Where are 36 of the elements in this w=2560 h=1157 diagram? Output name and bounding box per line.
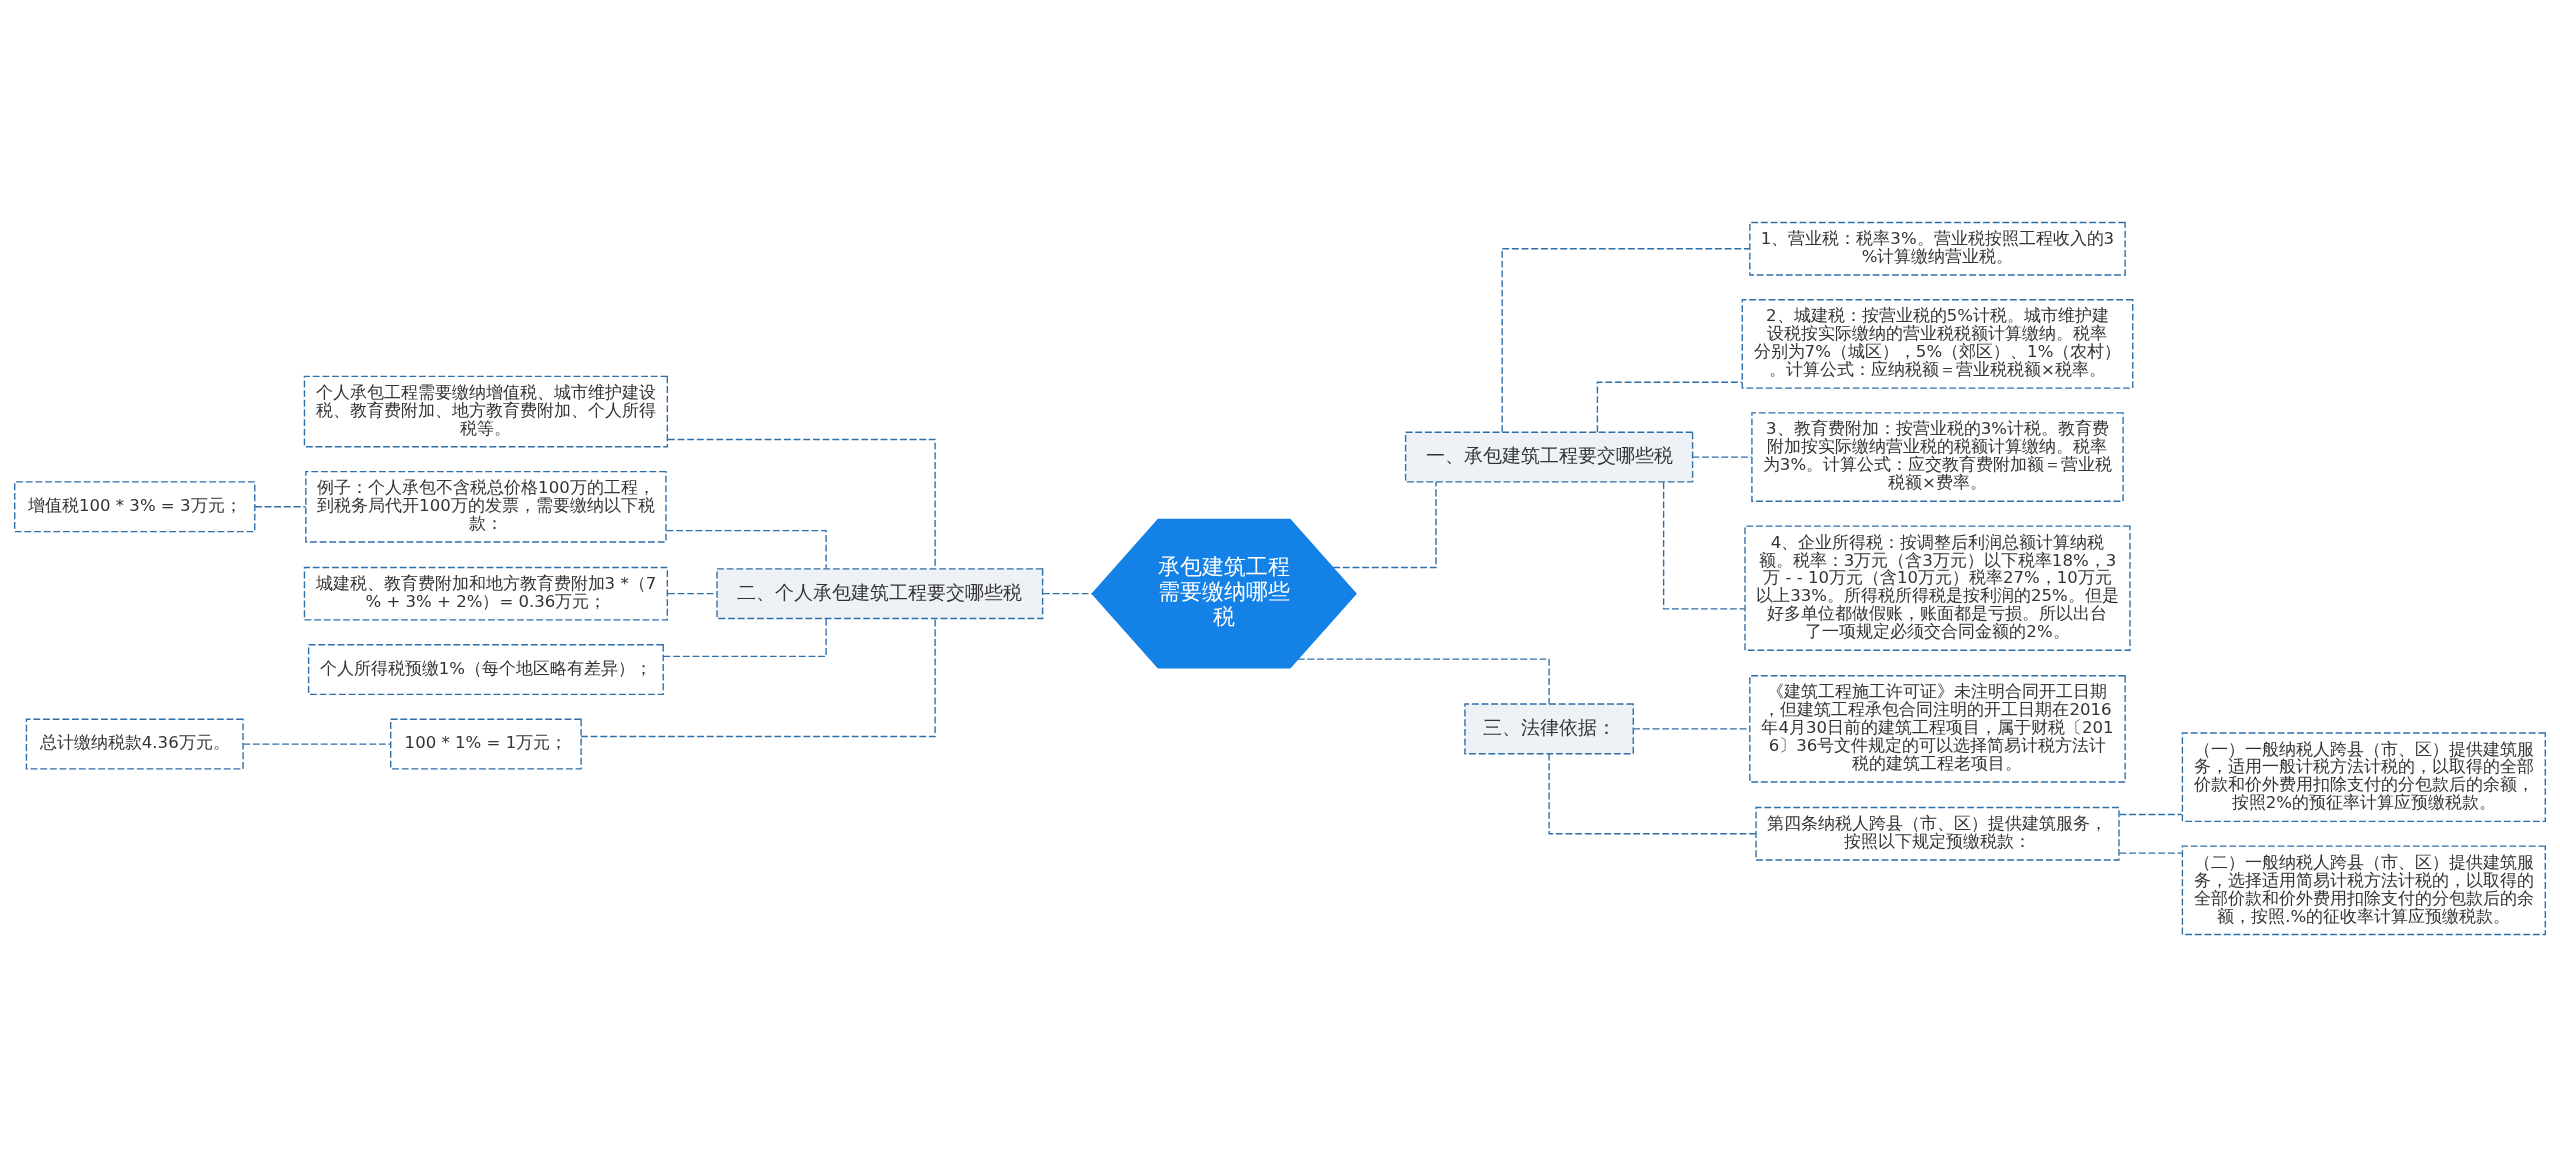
connector	[1596, 381, 1743, 433]
node-box: 三、法律依据：	[1464, 703, 1634, 755]
connector	[1691, 456, 1753, 458]
node-box: 3、教育费附加：按营业税的3%计税。教育费附加按实际缴纳营业税的税额计算缴纳。税率为3%。计算公式：应交教育费附加额＝营业税税额×费率。	[1751, 412, 2124, 502]
node-box: 《建筑工程施工许可证》未注明合同开工日期，但建筑工程承包合同注明的开工日期在2016年4月30日前的建筑工程项目，属于财税〔2016〕36号文件规定的可以选择简易计税方法计税的建筑工程老项目。	[1749, 675, 2126, 783]
connector	[1548, 753, 1757, 835]
connector	[667, 438, 936, 569]
node-box: 个人所得税预缴1%（每个地区略有差异）；	[307, 644, 664, 696]
connector	[2118, 813, 2183, 816]
connector	[1632, 728, 1751, 730]
node-box: 2、城建税：按营业税的5%计税。城市维护建设税按实际缴纳的营业税税额计算缴纳。税率分别为7%（城区），5%（郊区）、1%（农村）。计算公式：应纳税额＝营业税税额×税率。	[1741, 299, 2134, 389]
node-box: 城建税、教育费附加和地方教育费附加3 *（7% + 3% + 2%）= 0.36万元；	[303, 566, 669, 621]
node-box: 1、营业税：税率3%。营业税按照工程收入的3%计算缴纳营业税。	[1749, 221, 2126, 276]
node-box: 增值税100 * 3% = 3万元；	[14, 481, 256, 533]
connector	[1662, 481, 1746, 610]
connector	[1501, 248, 1751, 433]
node-box: 二、个人承包建筑工程要交哪些税	[716, 568, 1044, 620]
connector	[580, 617, 936, 738]
connector	[254, 506, 307, 508]
node-box: 总计缴纳税款4.36万元。	[25, 718, 244, 770]
node-box: 个人承包工程需要缴纳增值税、城市维护建设税、教育费附加、地方教育费附加、个人所得税等。	[303, 375, 669, 448]
node-box: 100 * 1% = 1万元；	[390, 718, 582, 770]
node-box: （二）一般纳税人跨县（市、区）提供建筑服务，选择适用简易计税方法计税的，以取得的全部价款和价外费用扣除支付的分包款后的余额，按照.%的征收率计算应预缴税款。	[2181, 845, 2546, 936]
connector	[1297, 658, 1550, 705]
connector	[1332, 481, 1437, 569]
connector	[665, 529, 827, 570]
connector	[1042, 593, 1093, 595]
node-box: （一）一般纳税人跨县（市、区）提供建筑服务，适用一般计税方法计税的，以取得的全部价款和价外费用扣除支付的分包款后的余额，按照2%的预征率计算应预缴税款。	[2181, 732, 2546, 823]
connector	[662, 618, 827, 658]
node-box: 4、企业所得税：按调整后利润总额计算纳税额。税率：3万元（含3万元）以下税率18%，3万 - - 10万元（含10万元）税率27%，10万元以上33%。所得税所得税是按利润的25%。但是好多单位都做假账，账面都是亏损。所以出台了一项规定必须交合同金额的2%。	[1744, 525, 2131, 651]
connector	[2118, 852, 2183, 854]
connector	[667, 593, 718, 595]
node-box: 例子：个人承包不含税总价格100万的工程，到税务局代开100万的发票，需要缴纳以下税款：	[305, 470, 667, 543]
node-box: 一、承包建筑工程要交哪些税	[1404, 431, 1694, 483]
connector	[242, 743, 391, 745]
node-box: 第四条纳税人跨县（市、区）提供建筑服务，按照以下规定预缴税款：	[1755, 806, 2120, 861]
